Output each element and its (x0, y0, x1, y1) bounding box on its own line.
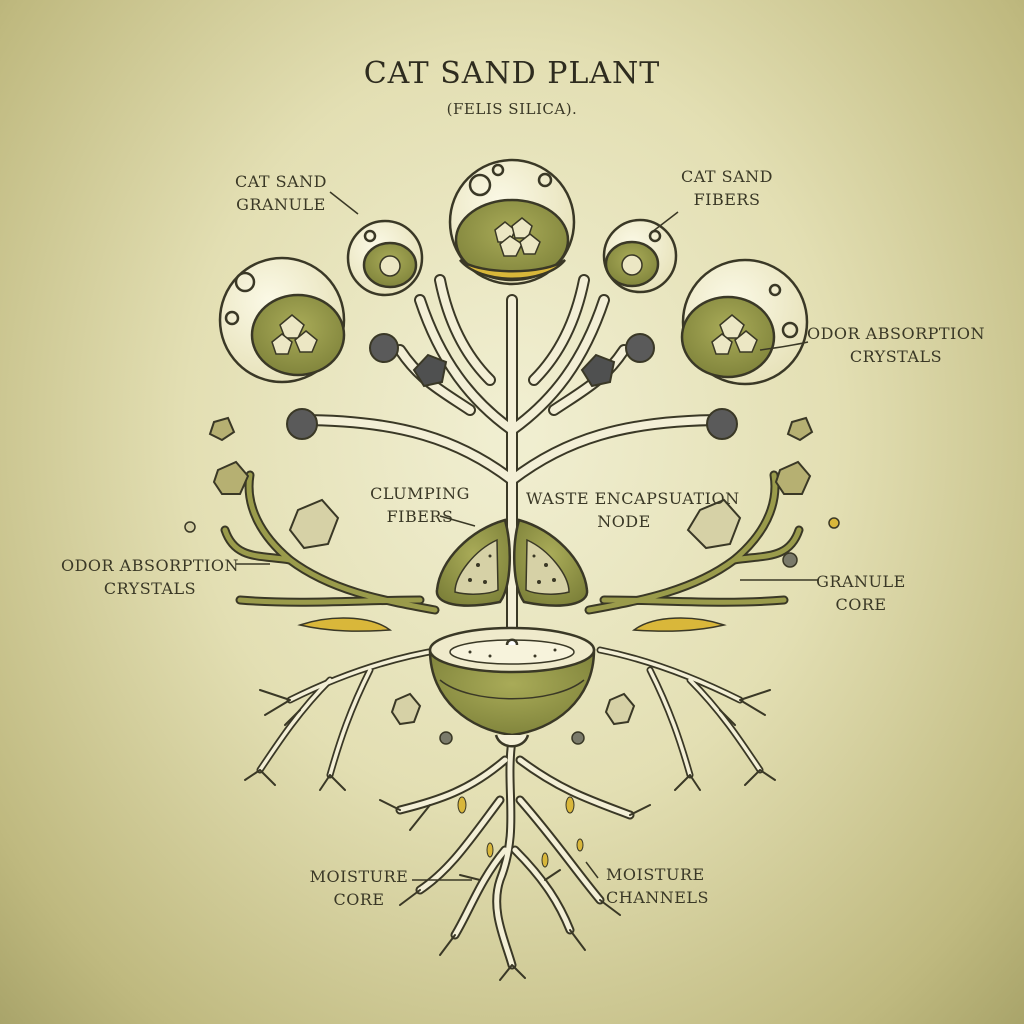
leader-lines (236, 191, 818, 881)
label-clumping-fibers: CLUMPING FIBERS (360, 482, 480, 528)
label-odor-absorption-crystals-right: ODOR ABSORPTION CRYSTALS (806, 322, 986, 368)
granule-top-center (448, 158, 576, 286)
label-line: CRYSTALS (103, 579, 197, 598)
label-line: CLUMPING (370, 484, 470, 503)
label-line: MOISTURE (309, 867, 409, 886)
granule-small-right (602, 218, 678, 294)
side-root-fans (244, 617, 776, 791)
clumping-fiber-pods (435, 518, 589, 607)
diagram-subtitle: (FELIS SILICA). (446, 100, 578, 118)
label-moisture-core: MOISTURE CORE (304, 865, 414, 911)
label-odor-absorption-crystals-left: ODOR ABSORPTION CRYSTALS (60, 554, 240, 600)
side-tendrils (220, 470, 804, 615)
encapsulation-bowl (428, 626, 596, 748)
diagram-title: CAT SAND PLANT (363, 56, 661, 91)
label-line: CRYSTALS (849, 347, 943, 366)
label-line: GRANULE (236, 195, 326, 214)
label-line: GRANULE (816, 572, 906, 591)
label-line: ODOR ABSORPTION (60, 556, 239, 575)
label-line: CHANNELS (606, 888, 710, 907)
small-beads (184, 517, 840, 745)
label-line: NODE (597, 512, 651, 531)
granule-pods (218, 158, 809, 386)
central-stem (294, 274, 730, 646)
label-line: CORE (835, 595, 887, 614)
root-system (379, 735, 651, 981)
label-granule-core: GRANULE CORE (806, 570, 916, 616)
granule-small-left (346, 219, 424, 297)
label-moisture-channels: MOISTURE CHANNELS (606, 863, 726, 909)
label-line: ODOR ABSORPTION (806, 324, 985, 343)
label-cat-sand-fibers: CAT SAND FIBERS (672, 165, 782, 211)
dark-beads (286, 333, 738, 440)
label-line: MOISTURE (606, 865, 705, 884)
floating-crystals (208, 353, 814, 726)
granule-large-right (680, 258, 809, 386)
label-line: CORE (333, 890, 385, 909)
label-line: FIBERS (693, 190, 761, 209)
label-cat-sand-granule: CAT SAND GRANULE (226, 170, 336, 216)
label-waste-encapsulation-node: WASTE ENCAPSUATION NODE (526, 487, 740, 533)
granule-large-left (218, 256, 346, 384)
label-line: CAT SAND (680, 167, 774, 186)
label-line: CAT SAND (234, 172, 328, 191)
label-line: FIBERS (386, 507, 454, 526)
label-line: WASTE ENCAPSUATION (526, 489, 740, 508)
